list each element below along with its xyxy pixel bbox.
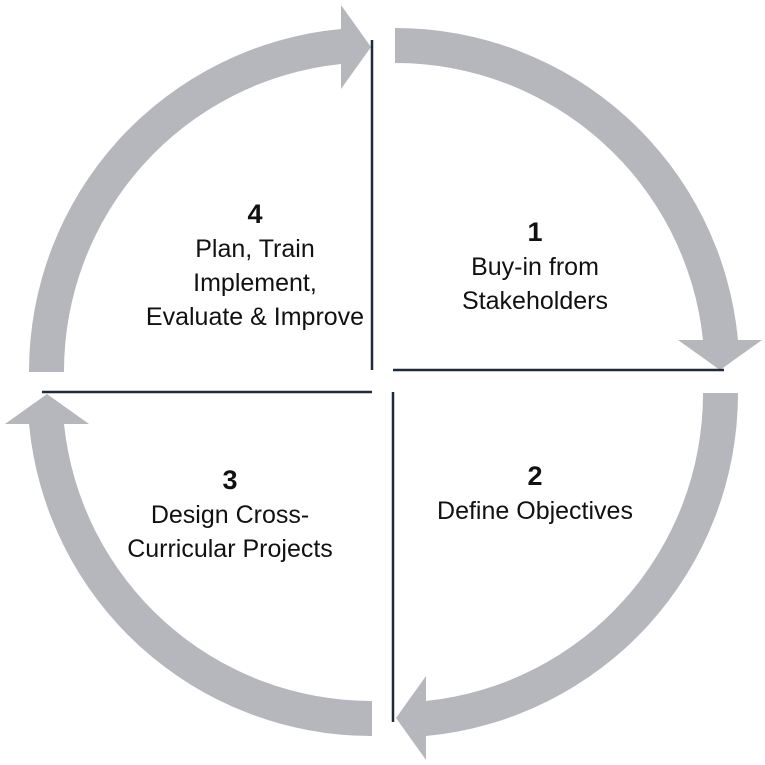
step-3-text: 3 Design Cross- Curricular Projects [100, 462, 360, 566]
step-3-label: Design Cross- Curricular Projects [127, 501, 333, 563]
step-4-number: 4 [247, 199, 263, 229]
arrow-step-4 [28, 5, 371, 372]
step-1-text: 1 Buy-in from Stakeholders [405, 214, 665, 318]
step-2-label: Define Objectives [437, 497, 633, 525]
step-2-text: 2 Define Objectives [405, 458, 665, 528]
arrow-step-2 [396, 393, 739, 760]
step-1-number: 1 [527, 217, 543, 247]
step-4-text: 4 Plan, Train Implement, Evaluate & Impr… [125, 196, 385, 334]
arrow-step-1 [395, 27, 762, 371]
step-3-number: 3 [222, 465, 238, 495]
step-2-number: 2 [527, 461, 543, 491]
arrow-step-3 [5, 394, 372, 737]
step-1-label: Buy-in from Stakeholders [462, 253, 608, 315]
step-4-label: Plan, Train Implement, Evaluate & Improv… [145, 235, 365, 331]
